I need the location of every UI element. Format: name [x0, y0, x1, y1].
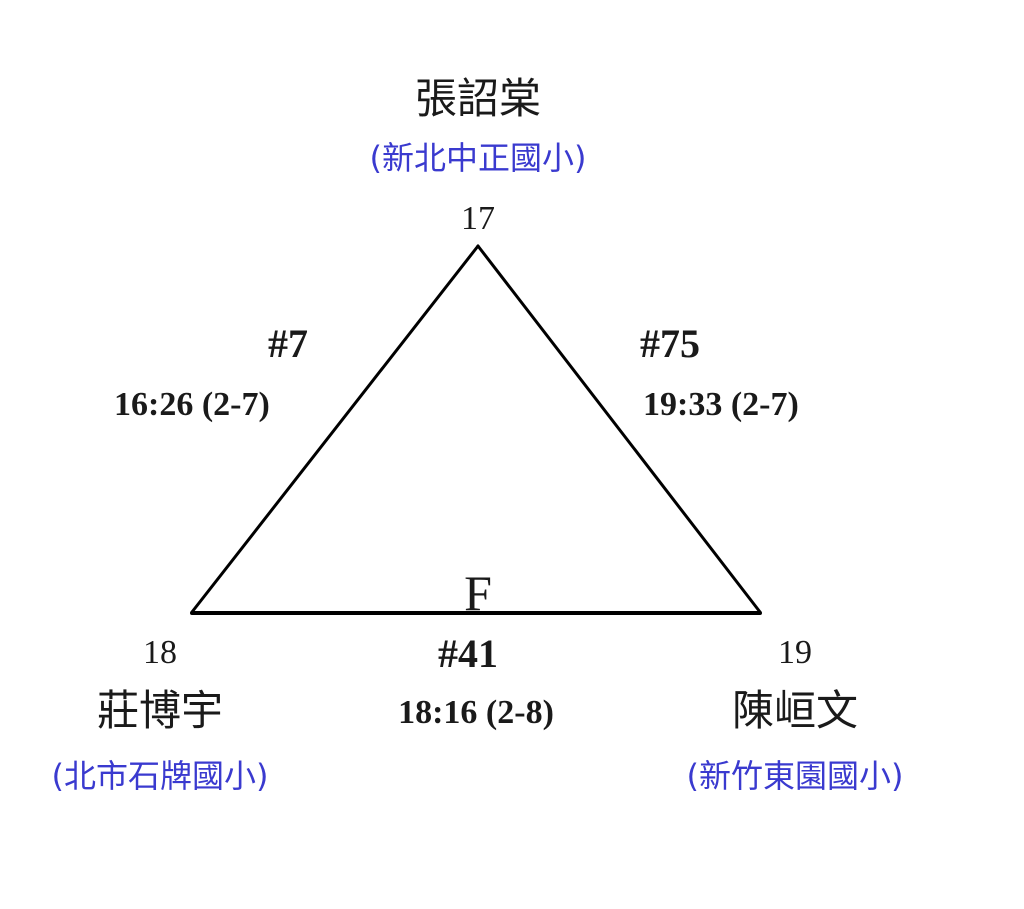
group-label: F [464, 565, 492, 621]
match-bottom-number: #41 [438, 631, 498, 676]
edge-top-left [190, 244, 480, 614]
player-left-seed: 18 [143, 634, 177, 671]
edge-top-right [476, 244, 762, 614]
match-top-left-result: 16:26 (2-7) [114, 386, 270, 423]
player-left-name: 莊博宇 [96, 686, 224, 735]
match-bottom-result: 18:16 (2-8) [398, 694, 554, 731]
match-top-left-number: #7 [268, 321, 308, 366]
player-left-school: (北市石牌國小) [51, 757, 269, 795]
player-top-seed: 17 [461, 200, 495, 237]
player-right-school: (新竹東園國小) [686, 757, 904, 795]
match-top-right-number: #75 [640, 321, 700, 366]
player-right-seed: 19 [778, 634, 812, 671]
player-top-school: (新北中正國小) [369, 139, 587, 177]
match-top-right-result: 19:33 (2-7) [643, 386, 799, 423]
player-top-name: 張詔棠 [414, 74, 542, 123]
player-right-name: 陳峘文 [731, 686, 859, 735]
